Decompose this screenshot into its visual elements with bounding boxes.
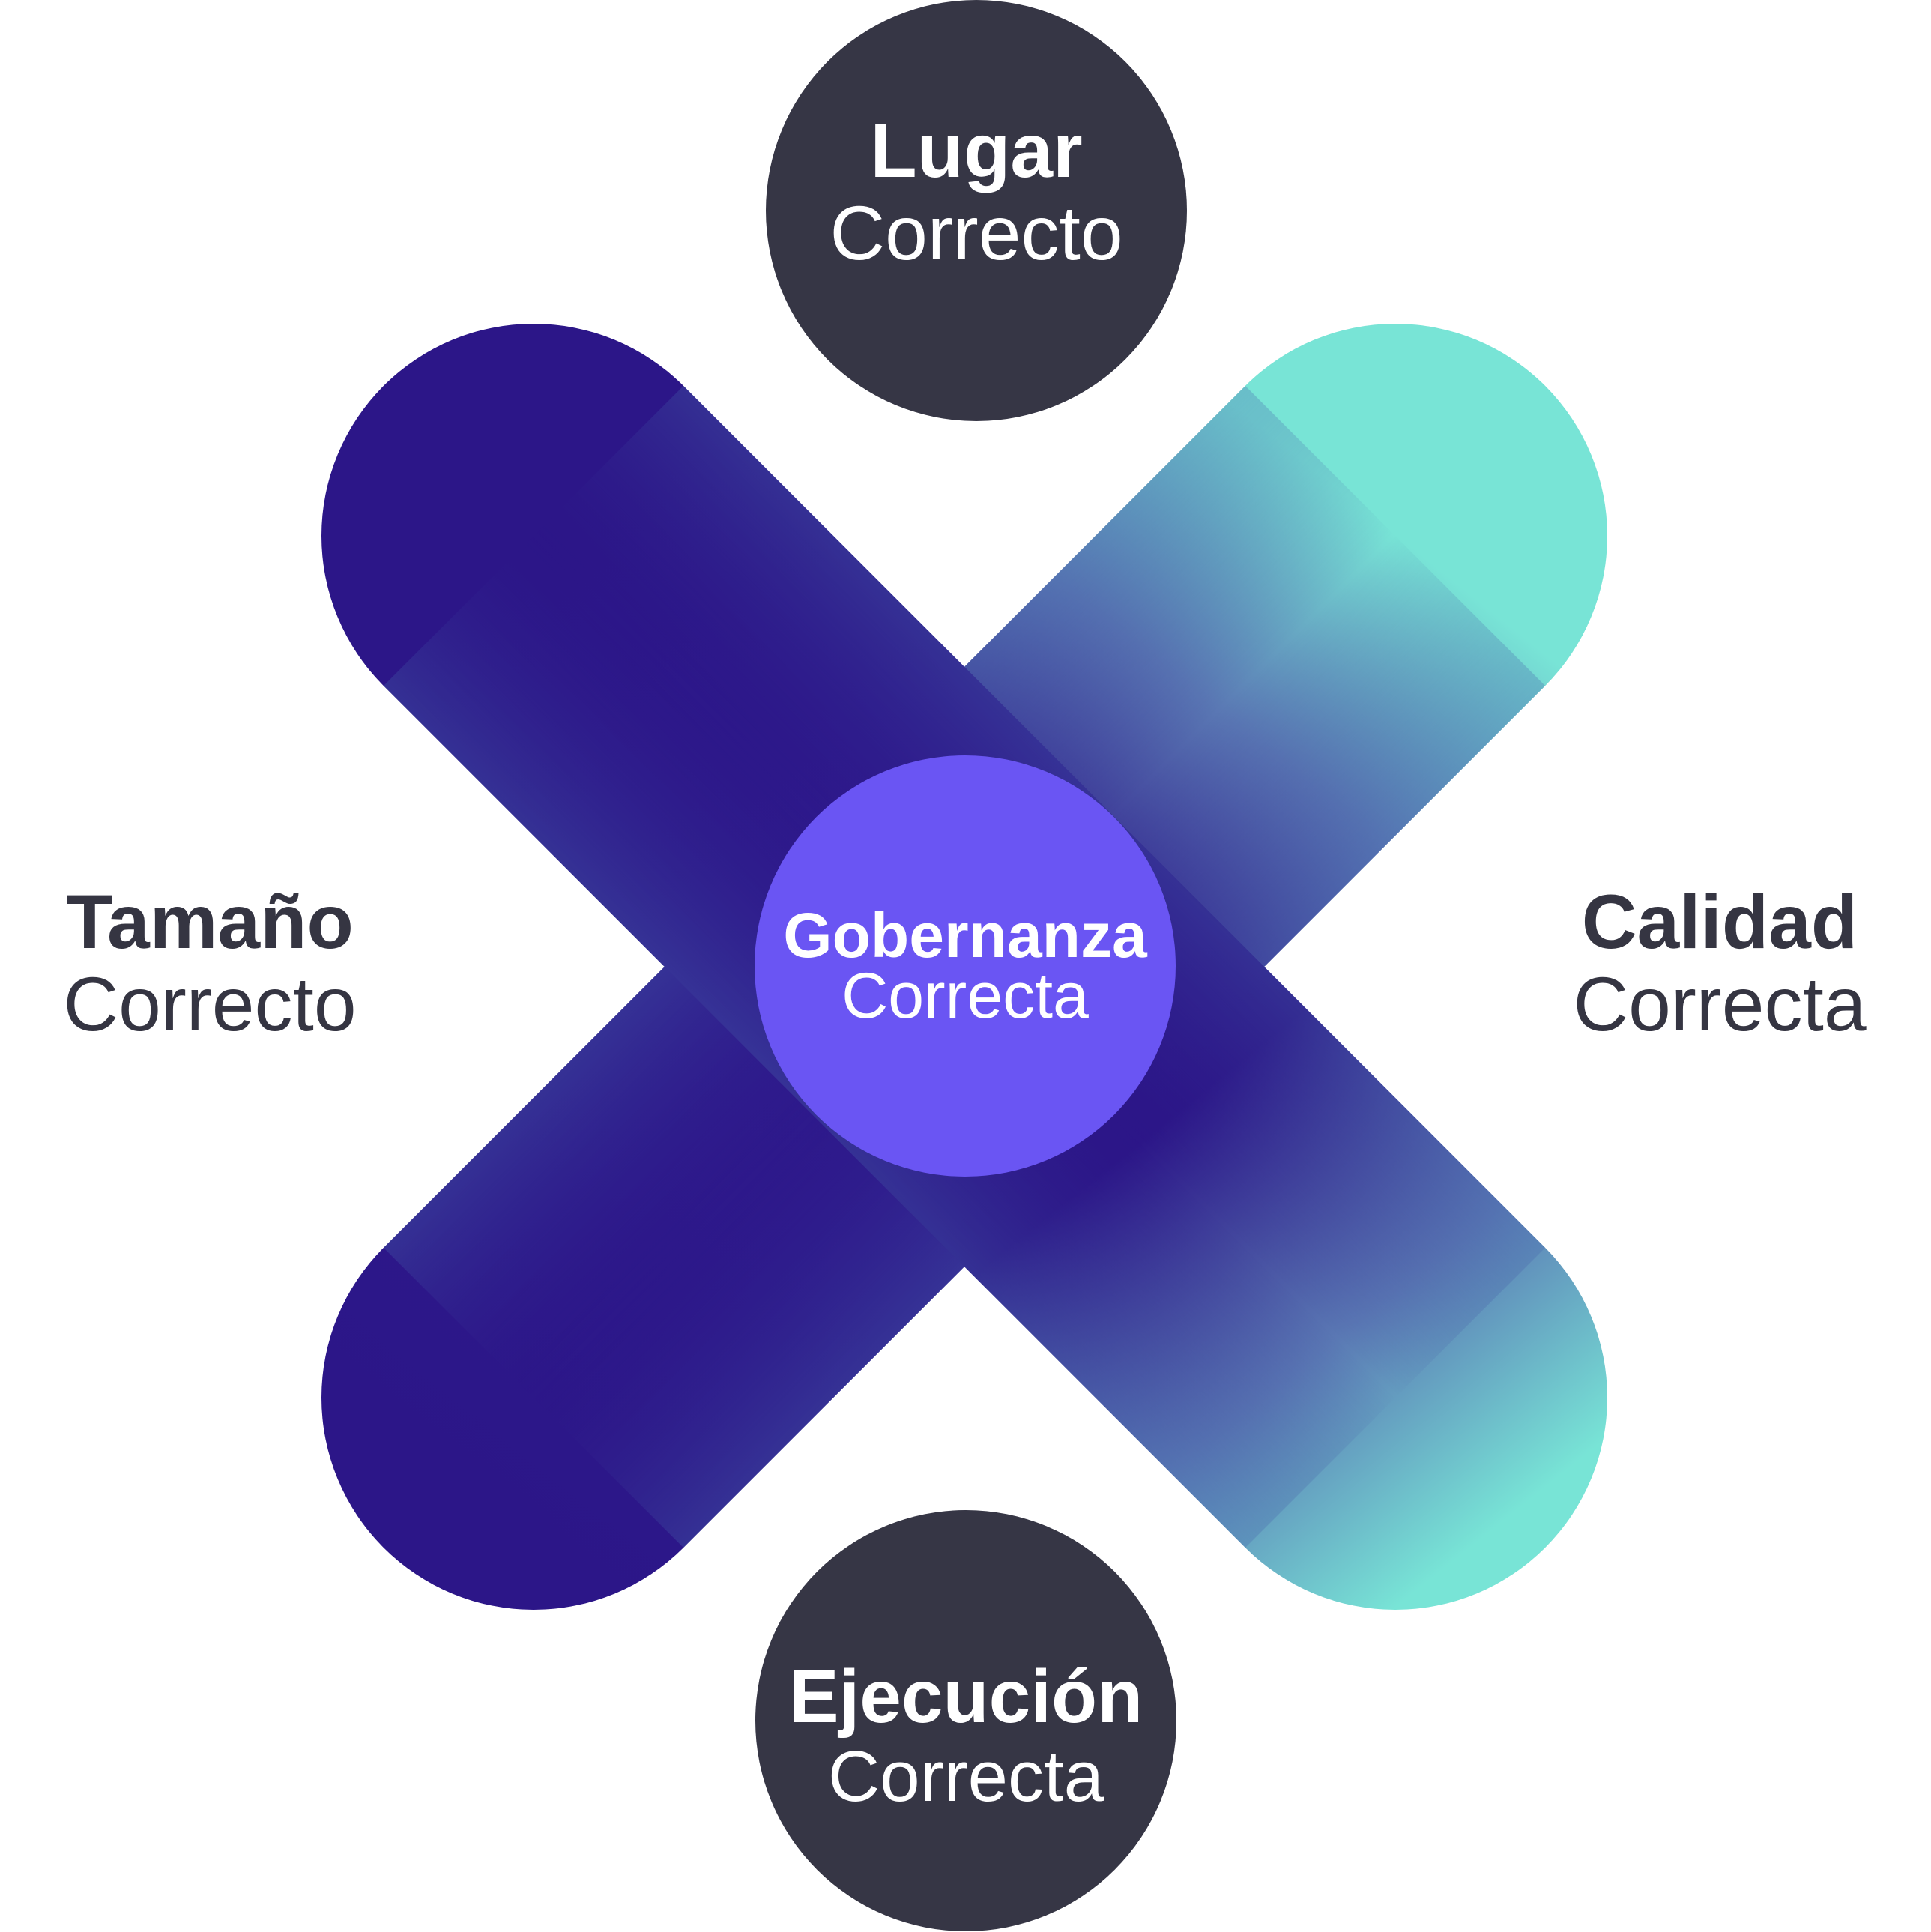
node-top: Lugar Correcto (766, 0, 1187, 421)
node-center-title: Gobernanza (783, 900, 1148, 970)
node-bottom-title: Ejecución (789, 1655, 1143, 1739)
node-center-subtitle: Correcta (841, 960, 1089, 1032)
node-top-circle (766, 0, 1187, 421)
node-left: Tamaño Correcto (63, 879, 356, 1047)
node-bottom: Ejecución Correcta (755, 1510, 1176, 1931)
node-left-title: Tamaño (66, 879, 354, 965)
node-bottom-circle (755, 1510, 1176, 1931)
node-top-title: Lugar (870, 108, 1082, 193)
node-center-circle (755, 755, 1176, 1177)
node-left-subtitle: Correcto (63, 962, 356, 1047)
node-bottom-subtitle: Correcta (828, 1736, 1104, 1817)
node-center: Gobernanza Correcta (755, 755, 1176, 1177)
node-top-subtitle: Correcto (829, 190, 1122, 276)
node-right-subtitle: Correcta (1573, 962, 1866, 1047)
node-right-title: Calidad (1582, 879, 1858, 965)
node-right: Calidad Correcta (1573, 879, 1866, 1047)
